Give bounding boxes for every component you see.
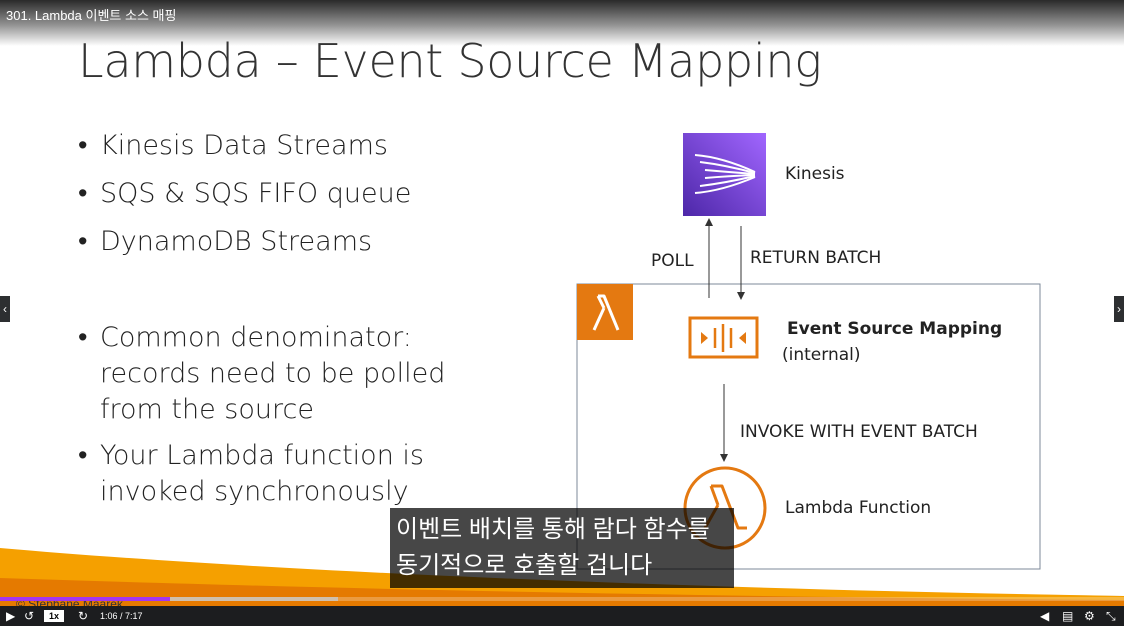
bullet-item: Your Lambda function is invoked synchron… xyxy=(78,438,478,510)
lambda-function-label: Lambda Function xyxy=(785,498,932,518)
volume-icon[interactable]: ◀ xyxy=(1040,609,1050,623)
bullet-list: Kinesis Data Streams SQS & SQS FIFO queu… xyxy=(78,128,478,510)
play-icon[interactable]: ▶ xyxy=(6,609,16,623)
bullet-item: DynamoDB Streams xyxy=(78,224,478,260)
return-batch-label: RETURN BATCH xyxy=(750,248,882,268)
bullet-item: Kinesis Data Streams xyxy=(78,128,478,164)
video-header: 301. Lambda 이벤트 소스 매핑 xyxy=(0,0,1124,46)
progress-bar[interactable] xyxy=(0,597,1124,601)
caption-box: 이벤트 배치를 통해 람다 함수를 동기적으로 호출할 겁니다 xyxy=(390,508,734,588)
progress-fill xyxy=(0,597,170,601)
event-source-mapping-title: Event Source Mapping xyxy=(787,319,1003,339)
time-display: 1:06 / 7:17 xyxy=(100,611,143,621)
fullscreen-icon[interactable]: ⤡ xyxy=(1106,609,1116,623)
event-source-mapping-icon xyxy=(688,316,759,359)
slide-title: Lambda – Event Source Mapping xyxy=(78,34,822,88)
player-controls: ▶ ↺ 1x ↻ 1:06 / 7:17 ◀ ▤ ⚙ ⤡ xyxy=(0,606,1124,626)
poll-label: POLL xyxy=(651,251,694,271)
event-source-mapping-subtitle: (internal) xyxy=(782,345,861,365)
next-icon: › xyxy=(1117,302,1121,316)
next-lecture-button[interactable]: › xyxy=(1114,296,1124,322)
bullet-item: Common denominator: records need to be p… xyxy=(78,320,478,428)
bullet-item: SQS & SQS FIFO queue xyxy=(78,176,478,212)
captions-icon[interactable]: ▤ xyxy=(1062,609,1074,623)
video-title: 301. Lambda 이벤트 소스 매핑 xyxy=(6,8,177,23)
replay-icon[interactable]: ↺ xyxy=(24,609,35,623)
kinesis-label: Kinesis xyxy=(785,164,845,184)
caption-line: 동기적으로 호출할 겁니다 xyxy=(396,552,653,579)
lambda-corner-icon xyxy=(577,284,633,340)
prev-lecture-button[interactable]: ‹ xyxy=(0,296,10,322)
kinesis-icon xyxy=(683,133,766,216)
invoke-label: INVOKE WITH EVENT BATCH xyxy=(740,422,978,442)
caption-line: 이벤트 배치를 통해 람다 함수를 xyxy=(396,516,710,543)
forward-icon[interactable]: ↻ xyxy=(78,609,89,623)
settings-icon[interactable]: ⚙ xyxy=(1084,609,1095,623)
prev-icon: ‹ xyxy=(3,302,7,316)
playback-speed-button[interactable]: 1x xyxy=(44,610,65,622)
